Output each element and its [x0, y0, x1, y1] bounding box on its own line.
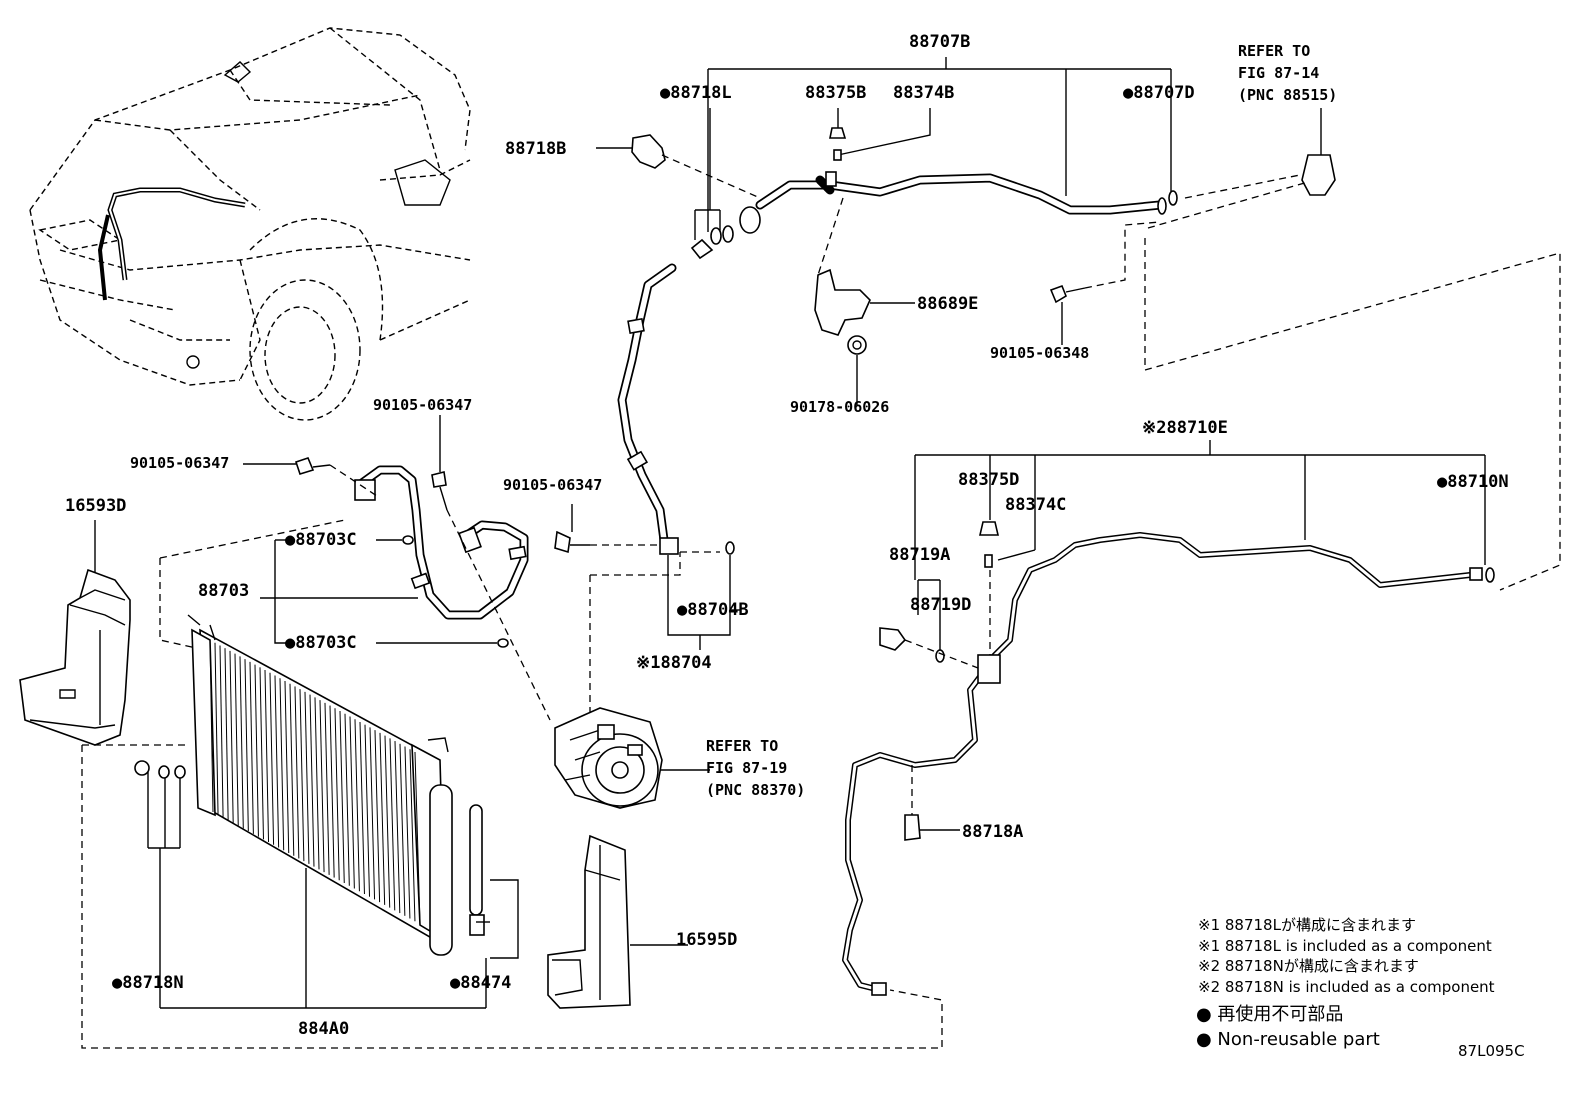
label-88718A: 88718A: [962, 822, 1023, 842]
condenser-fin: [349, 716, 355, 889]
compressor: [554, 707, 663, 809]
label-88719A: 88719A: [889, 545, 950, 565]
part-labels: 88707B ●88718L 88375B 88374B ●88707D 887…: [65, 32, 1509, 1039]
condenser-884A0: [81, 614, 943, 1049]
label-16593D: 16593D: [65, 496, 126, 516]
condenser-fin: [294, 686, 300, 859]
label-88689E: 88689E: [917, 294, 978, 314]
condenser-fin: [399, 743, 406, 916]
part-16595D: [547, 834, 688, 1009]
label-88374C: 88374C: [1005, 495, 1066, 515]
group-88707B: [596, 57, 1561, 591]
label-88704B: ●88704B: [677, 600, 749, 620]
label-88703C-top: ●88703C: [285, 530, 357, 550]
condenser-fin: [244, 659, 249, 832]
note-2-en: ※2 88718N is included as a component: [1198, 978, 1495, 996]
condenser-fin: [379, 732, 386, 905]
group-88703: [159, 415, 551, 721]
condenser-fin: [224, 648, 229, 821]
condenser-fin: [344, 713, 350, 886]
condenser-fin: [369, 727, 376, 900]
legend-non-reusable-en: ● Non-reusable part: [1196, 1029, 1380, 1050]
note-2-ja: ※2 88718Nが構成に含まれます: [1198, 957, 1419, 975]
label-88710E: ※288710E: [1142, 418, 1228, 438]
condenser-fin: [334, 708, 340, 881]
condenser-fins: [209, 639, 421, 925]
label-90105-06348: 90105-06348: [990, 344, 1089, 362]
label-90105-06347-top: 90105-06347: [373, 396, 472, 414]
note-1-en: ※1 88718L is included as a component: [1198, 937, 1492, 955]
label-88375B: 88375B: [805, 83, 866, 103]
condenser-fin: [214, 642, 219, 815]
label-884A0: 884A0: [298, 1019, 349, 1039]
condenser-fin: [249, 661, 254, 834]
label-88375D: 88375D: [958, 470, 1019, 490]
refer-fig-87-19-line2: FIG 87-19: [706, 759, 787, 777]
condenser-fin: [374, 730, 381, 903]
condenser-fin: [274, 675, 280, 848]
label-90105-06347-left: 90105-06347: [130, 454, 229, 472]
condenser-fin: [299, 689, 305, 862]
condenser-fin: [284, 680, 290, 853]
condenser-fin: [394, 741, 401, 914]
label-88718L: ●88718L: [660, 83, 732, 103]
label-88710N: ●88710N: [1437, 472, 1509, 492]
label-88474: ●88474: [450, 973, 511, 993]
condenser-fin: [269, 672, 275, 845]
condenser-fin: [404, 746, 411, 919]
condenser-fin: [229, 650, 234, 823]
refer-fig-87-14-line3: (PNC 88515): [1238, 86, 1337, 104]
condenser-fin: [384, 735, 391, 908]
refer-fig-87-14-line2: FIG 87-14: [1238, 64, 1319, 82]
group-88710E: [842, 440, 1495, 996]
condenser-fin: [354, 719, 360, 892]
refer-fig-87-14-line1: REFER TO: [1238, 42, 1310, 60]
label-88703C-bottom: ●88703C: [285, 633, 357, 653]
label-88719D: 88719D: [910, 595, 971, 615]
label-88718B: 88718B: [505, 139, 566, 159]
label-88374B: 88374B: [893, 83, 954, 103]
label-88703: 88703: [198, 581, 249, 601]
condenser-fin: [219, 645, 224, 818]
label-88718N: ●88718N: [112, 973, 184, 993]
refer-fig-87-19-line1: REFER TO: [706, 737, 778, 755]
condenser-fin: [339, 711, 345, 884]
condenser-fin: [389, 738, 396, 911]
condenser-fin: [364, 724, 371, 897]
vehicle-front-illustration: [29, 27, 471, 421]
condenser-fin: [324, 702, 330, 875]
condenser-fin: [239, 656, 244, 829]
condenser-fin: [329, 705, 335, 878]
label-16595D: 16595D: [676, 930, 737, 950]
condenser-fin: [309, 694, 315, 867]
label-90105-06347-mid: 90105-06347: [503, 476, 602, 494]
condenser-fin: [234, 653, 239, 826]
condenser-fin: [289, 683, 295, 856]
figure-code: 87L095C: [1458, 1042, 1525, 1060]
label-88704: ※188704: [636, 653, 712, 673]
label-88707B: 88707B: [909, 32, 970, 52]
label-90178-06026: 90178-06026: [790, 398, 889, 416]
condenser-fin: [414, 751, 421, 925]
legend-non-reusable-ja: ● 再使用不可部品: [1196, 1004, 1343, 1025]
condenser-fin: [259, 667, 264, 840]
condenser-fin: [359, 721, 365, 894]
condenser-fin: [409, 749, 416, 922]
condenser-fin: [319, 700, 325, 873]
condenser-fin: [314, 697, 320, 870]
part-16593D: [19, 520, 131, 746]
note-1-ja: ※1 88718Lが構成に含まれます: [1198, 916, 1416, 934]
condenser-fin: [209, 639, 214, 813]
label-88707D: ●88707D: [1123, 83, 1195, 103]
condenser-fin: [304, 691, 310, 864]
notes-legend: ※1 88718Lが構成に含まれます ※1 88718L is included…: [1196, 916, 1525, 1060]
group-88704: [554, 504, 740, 809]
condenser-fin: [264, 670, 270, 843]
condenser-fin: [279, 678, 285, 851]
condenser-fin: [254, 664, 259, 837]
refer-fig-87-19-line3: (PNC 88370): [706, 781, 805, 799]
